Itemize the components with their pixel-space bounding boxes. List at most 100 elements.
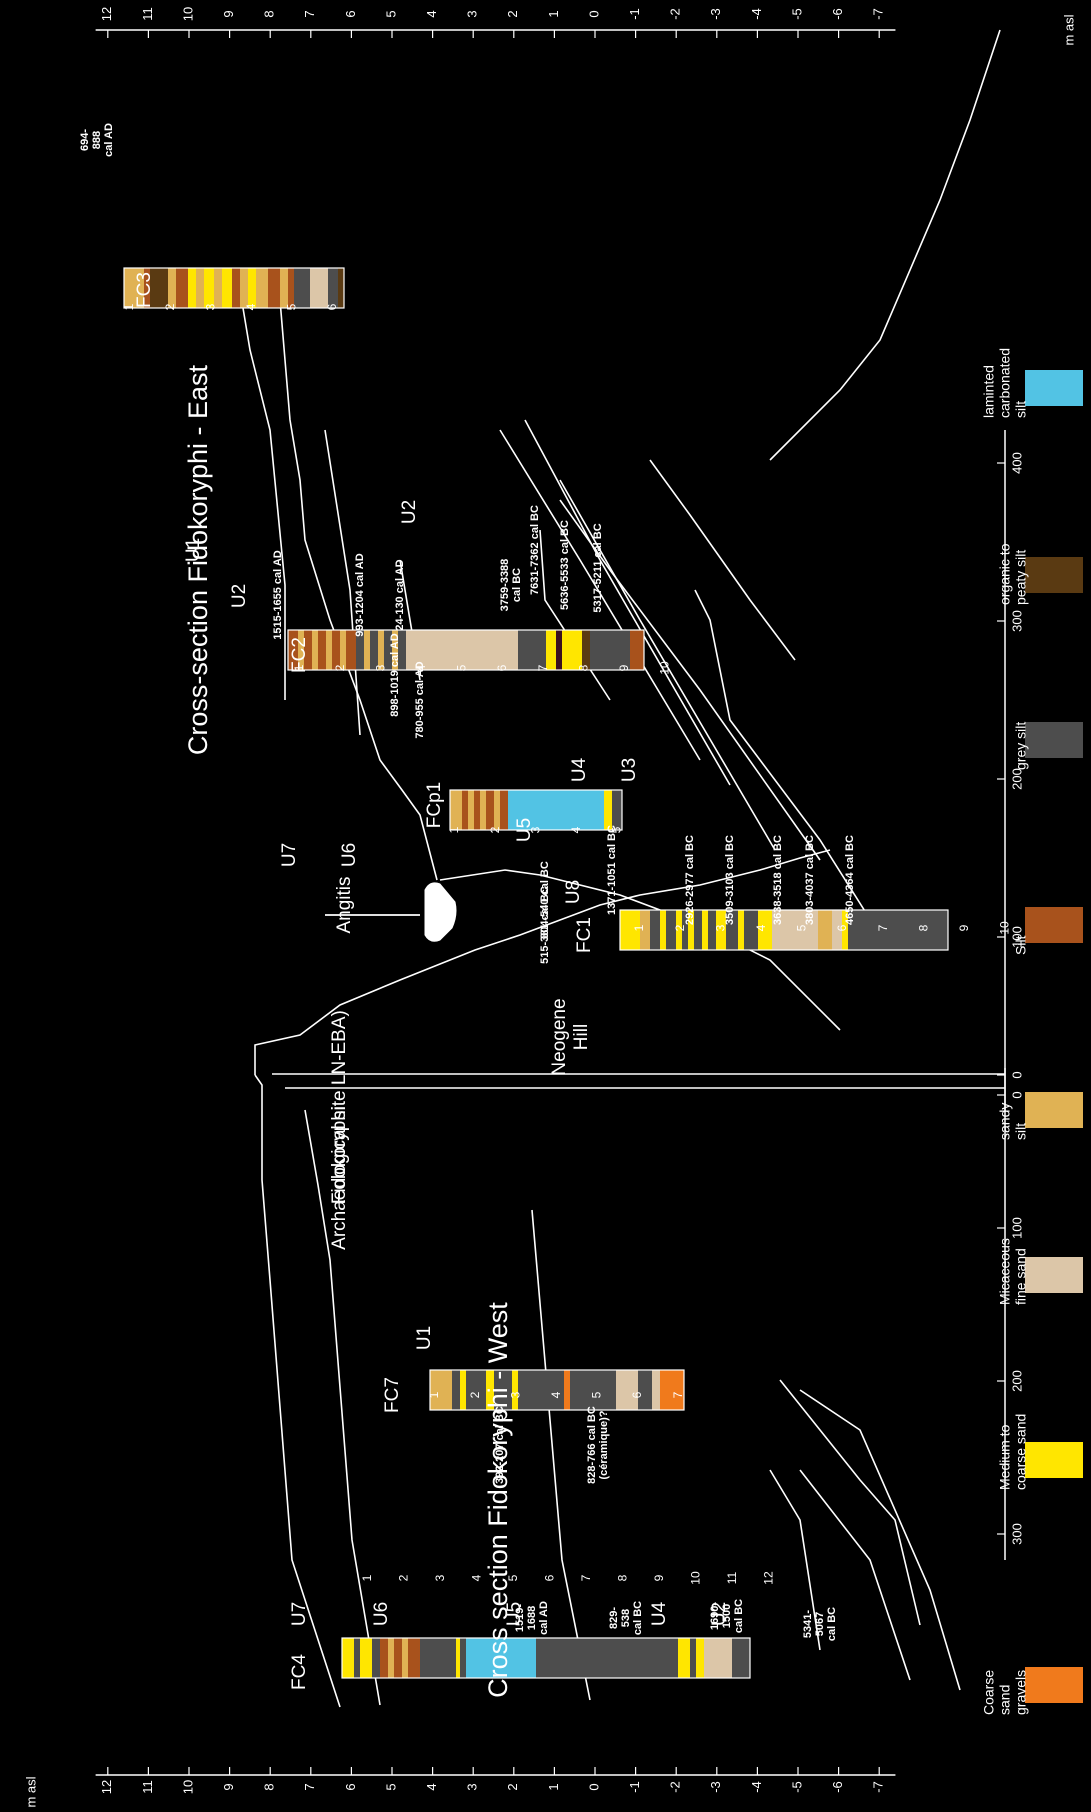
elevation-tick-label-left: -2: [668, 1781, 683, 1793]
depth-number-fcp1: 2: [488, 826, 502, 833]
depth-number-fc1: 4: [754, 924, 768, 931]
core-layer: [256, 268, 268, 308]
elevation-tick-label-right: 12: [99, 7, 114, 21]
elevation-tick-label-left: 3: [465, 1783, 480, 1790]
elevation-tick-label-right: -4: [749, 8, 764, 20]
hill-label-line-2: Hill: [571, 1024, 592, 1050]
core-layer: [326, 630, 332, 670]
date-fc2-3759-3388: 3759-3388: [499, 559, 511, 612]
core-label-fc3: FC3: [134, 272, 155, 308]
depth-number-fc2: 2: [333, 664, 347, 671]
core-layer: [394, 1638, 402, 1678]
date-fc1-2926-2977: 2926-2977 cal BC: [684, 835, 696, 925]
date-fc4-829-538: cal BC: [632, 1601, 644, 1635]
depth-number-fcp1: 1: [447, 826, 461, 833]
core-layer: [678, 1638, 690, 1678]
elevation-tick-label-right: 0: [586, 10, 601, 17]
elevation-tick-label-left: 7: [302, 1783, 317, 1790]
hill-label-line-1: Neogene: [549, 998, 570, 1075]
date-fc7-ceramique: (céramique)?: [598, 1410, 610, 1479]
unit-label-e_u7: U7: [279, 843, 300, 867]
core-layer: [452, 1370, 460, 1410]
core-layer: [670, 1370, 684, 1410]
date-fc2-3759-3388: cal BC: [511, 568, 523, 602]
elevation-tick-label-right: -3: [708, 8, 723, 20]
west-distance-tick-label: 400: [1009, 452, 1024, 474]
depth-number-fc4: 7: [579, 1574, 593, 1581]
core-layer: [564, 1370, 570, 1410]
unit-label-left: m asl: [23, 1776, 38, 1807]
elevation-tick-label-left: 0: [586, 1783, 601, 1790]
elevation-tick-label-left: 12: [99, 1780, 114, 1794]
date-fc2-993-1204: 993-1204 cal AD: [354, 553, 366, 636]
core-layer: [310, 268, 328, 308]
depth-number-fc7: 2: [468, 1391, 482, 1398]
core-layer: [650, 910, 660, 950]
date-fc3-694-888: cal AD: [103, 123, 115, 157]
legend-label-coarse: sand: [997, 1685, 1013, 1715]
river-label: Angitis: [334, 876, 355, 933]
date-fc1-1371-1051: 1371-1051 cal BC: [606, 825, 618, 915]
east-distance-tick-label: 200: [1009, 1370, 1024, 1392]
elevation-tick-label-left: -6: [830, 1781, 845, 1793]
depth-number-fc4: 10: [689, 1571, 703, 1585]
core-column-fcp1: [450, 790, 622, 830]
depth-number-fc3: 6: [325, 303, 339, 310]
elevation-tick-label-right: -1: [627, 8, 642, 20]
core-label-fcp1: FCp1: [424, 782, 445, 828]
depth-number-fc2: 5: [455, 664, 469, 671]
unit-label-e_u1: U1: [183, 538, 204, 562]
date-fc4-829-538: 829-: [608, 1607, 620, 1629]
core-layer: [450, 790, 462, 830]
date-fc2-5636-5533: 5636-5533 cal BC: [559, 520, 571, 610]
depth-number-fcp1: 3: [528, 826, 542, 833]
legend-label-laminated: silt: [1013, 401, 1029, 418]
unit-label-e_u2b: U2: [229, 584, 250, 608]
east-distance-tick-label: 100: [1009, 1217, 1024, 1239]
core-layer: [318, 630, 326, 670]
legend-label-micaceous: Micaceous: [997, 1238, 1013, 1305]
date-fc3-694-888: 888: [91, 131, 103, 149]
depth-number-fc1: 1: [632, 924, 646, 931]
west-distance-tick-label: 0: [1009, 1091, 1024, 1098]
elevation-tick-label-left: -1: [627, 1781, 642, 1793]
legend-label-medium: Medium to: [997, 1424, 1013, 1490]
date-fc1-4650-4364: 4650-4364 cal BC: [844, 835, 856, 925]
depth-number-fc3: 4: [244, 303, 258, 310]
core-layer: [612, 790, 622, 830]
elevation-tick-label-left: 9: [221, 1783, 236, 1790]
elevation-tick-label-left: 8: [262, 1783, 277, 1790]
legend-swatch-micaceous: [1025, 1257, 1083, 1293]
legend-label-laminated: carbonated: [997, 348, 1013, 418]
core-layer: [176, 268, 188, 308]
core-layer: [288, 268, 294, 308]
core-layer: [660, 910, 666, 950]
west-distance-tick-label: 300: [1009, 610, 1024, 632]
elevation-tick-label-left: -3: [708, 1781, 723, 1793]
core-column-fc1: [620, 910, 948, 950]
legend-label-grey: grey silt: [1013, 722, 1029, 770]
depth-number-fc1: 9: [957, 924, 971, 931]
core-layer: [702, 910, 708, 950]
core-layer: [248, 268, 256, 308]
core-layer: [460, 1370, 466, 1410]
core-layer: [732, 1638, 750, 1678]
date-fc4-1690-1500: 1690-: [709, 1602, 721, 1630]
core-layer: [332, 630, 340, 670]
legend-swatch-silt: [1025, 907, 1083, 943]
legend-label-silt: Silt: [1013, 935, 1029, 955]
date-fcp1-780-955: 780-955 cal AD: [414, 661, 426, 738]
date-fc3-694-888: 694-: [79, 129, 91, 151]
depth-number-fc4: 5: [506, 1574, 520, 1581]
depth-number-fc1: 10: [998, 921, 1012, 935]
elevation-tick-label-left: -4: [749, 1781, 764, 1793]
core-layer: [340, 630, 346, 670]
west-section-title: Cross section Fidokoryphi - West: [483, 1302, 513, 1698]
east-distance-tick-label: 0: [1009, 1071, 1024, 1078]
legend-swatch-sandy: [1025, 1092, 1083, 1128]
date-fc4-5341-5067: 5341-: [802, 1610, 814, 1638]
depth-number-fc1: 7: [876, 924, 890, 931]
depth-number-fc7: 4: [549, 1391, 563, 1398]
core-layer: [168, 268, 176, 308]
date-fc1-3803-4037: 3803-4037 cal BC: [804, 835, 816, 925]
